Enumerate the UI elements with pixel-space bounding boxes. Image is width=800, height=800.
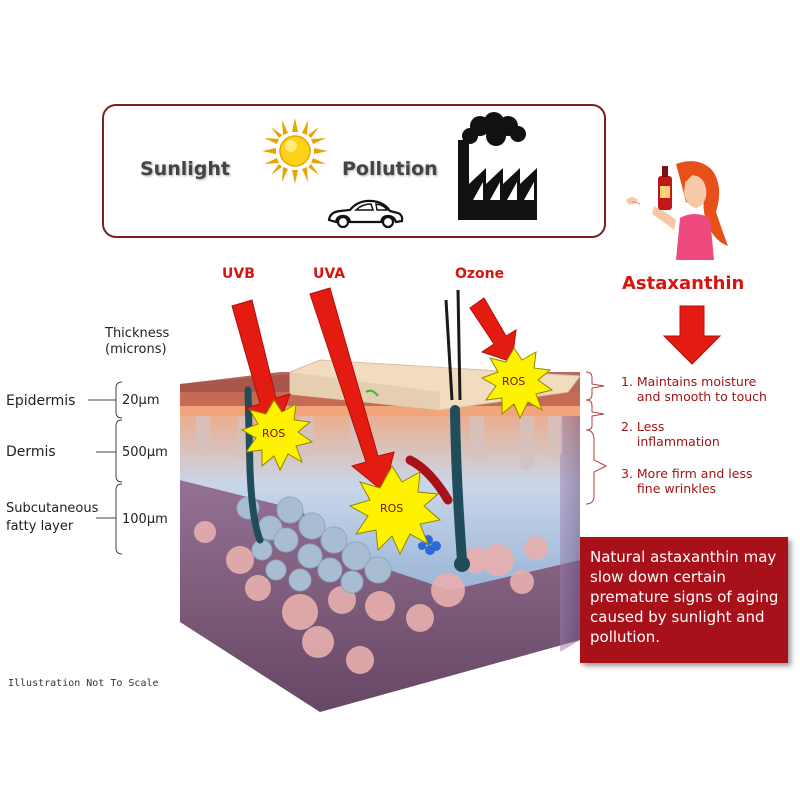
benefit-2: 2. Less inflammation xyxy=(621,419,720,449)
ros-label-ozone: ROS xyxy=(502,375,525,388)
layer-name-dermis: Dermis xyxy=(6,444,56,460)
layer-thickness-subcutaneous: 100μm xyxy=(122,512,168,527)
thickness-header: Thickness (microns) xyxy=(105,326,169,358)
ros-label-uva: ROS xyxy=(380,502,403,515)
layer-name-epidermis: Epidermis xyxy=(6,393,75,409)
benefit-3: 3. More firm and less fine wrinkles xyxy=(621,466,752,496)
layer-name-subcutaneous: Subcutaneous fatty layer xyxy=(6,500,98,536)
ros-label-uvb: ROS xyxy=(262,427,285,440)
benefit-1: 1. Maintains moisture and smooth to touc… xyxy=(621,374,767,404)
scale-footnote: Illustration Not To Scale xyxy=(8,678,159,689)
layer-thickness-epidermis: 20μm xyxy=(122,393,159,408)
astaxanthin-note: Natural astaxanthin may slow down certai… xyxy=(580,537,788,663)
astaxanthin-title: Astaxanthin xyxy=(622,273,744,294)
layer-thickness-dermis: 500μm xyxy=(122,445,168,460)
